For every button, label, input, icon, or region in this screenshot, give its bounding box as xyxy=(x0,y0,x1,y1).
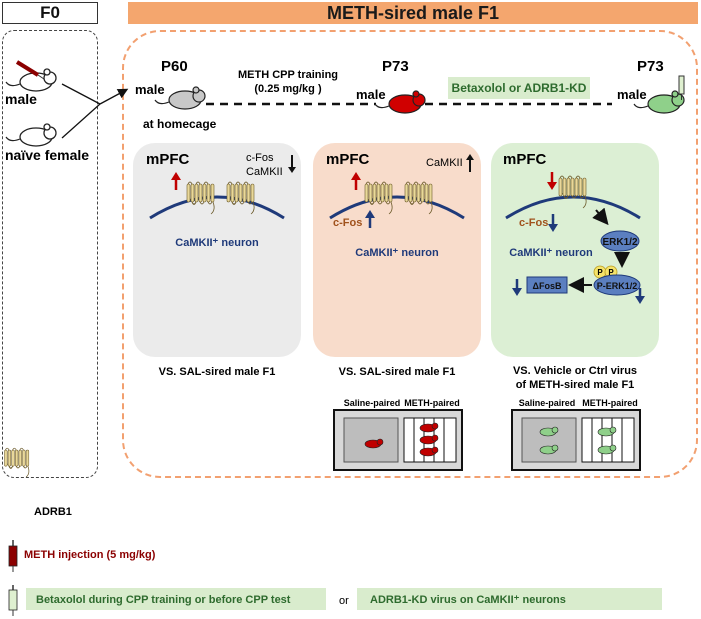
panel-3-fosb-label: ΔFosB xyxy=(533,281,562,291)
panel-3-neuron-label: CaMKII⁺ neuron xyxy=(509,247,593,259)
legend-betaxolol-box xyxy=(26,588,326,610)
timeline-male-1: male xyxy=(135,82,165,97)
treatment-label: Betaxolol or ADRB1-KD xyxy=(452,81,587,95)
panel-1-title: mPFC xyxy=(146,151,190,168)
panel-1-neuron-label: CaMKII⁺ neuron xyxy=(175,237,259,249)
training-line-2: (0.25 mg/kg ) xyxy=(254,83,322,95)
cpp-apparatus-2: Saline-paired METH-paired xyxy=(511,398,641,471)
panel-1-marker-cfos: c-Fos xyxy=(246,152,274,164)
panel-2-background xyxy=(313,143,481,357)
legend-meth-label: METH injection (5 mg/kg) xyxy=(24,549,156,561)
f0-male-label: male xyxy=(5,91,37,107)
panel-2-marker-camkii: CaMKII xyxy=(426,157,463,169)
panel-3-caption-1: VS. Vehicle or Ctrl virus xyxy=(513,365,637,377)
cpp-1-left-label: Saline-paired xyxy=(344,398,401,408)
panel-3-caption-2: of METH-sired male F1 xyxy=(516,379,635,391)
cpp-1-right-label: METH-paired xyxy=(404,398,460,408)
timeline-male-2: male xyxy=(356,87,386,102)
panel-3-arrow-to-erk xyxy=(592,207,609,226)
panel-2-marker-cfos: c-Fos xyxy=(333,217,362,229)
homecage-label: at homecage xyxy=(143,117,217,131)
panel-2-caption: VS. SAL-sired male F1 xyxy=(339,366,456,378)
f0-group-box xyxy=(2,30,98,478)
panel-2-title: mPFC xyxy=(326,151,370,168)
legend-meth-syringe-icon xyxy=(8,540,18,572)
panel-3-background xyxy=(491,143,659,357)
legend-or: or xyxy=(339,595,349,607)
f0-label: F0 xyxy=(2,2,98,24)
panel-2-neuron-label: CaMKII⁺ neuron xyxy=(355,247,439,259)
panel-3-marker-cfos: c-Fos xyxy=(519,217,548,229)
panel-3-title: mPFC xyxy=(503,151,547,168)
legend-betaxolol-syringe-icon xyxy=(8,585,18,616)
panel-1-caption: VS. SAL-sired male F1 xyxy=(159,366,276,378)
timeline-p73-first: P73 xyxy=(382,58,409,75)
legend-knockdown-label: ADRB1-KD virus on CaMKII⁺ neurons xyxy=(370,594,566,606)
panel-3-fosb-box xyxy=(526,276,568,294)
panel-3-phospho-label-2: P xyxy=(608,268,614,277)
panel-1-membrane xyxy=(149,195,285,220)
legend-adrb1-label: ADRB1 xyxy=(34,506,72,518)
timeline-green-syringe-icon xyxy=(678,75,685,100)
panel-3-perk-label: P-ERK1/2 xyxy=(597,281,638,291)
f1-header: METH-sired male F1 xyxy=(128,2,698,24)
panel-3-erk-label: ERK1/2 xyxy=(602,237,637,248)
mating-arrows xyxy=(61,83,129,139)
panel-1-marker-camkii: CaMKII xyxy=(246,166,283,178)
f0-female-mouse xyxy=(5,123,57,147)
legend-knockdown-box xyxy=(357,588,662,610)
panel-3-erk-node xyxy=(600,230,640,252)
timeline-male-3: male xyxy=(617,87,647,102)
panel-3-perk-node xyxy=(593,274,641,296)
cpp-2-left-label: Saline-paired xyxy=(519,398,576,408)
legend-betaxolol-label: Betaxolol during CPP training or before … xyxy=(36,594,291,606)
treatment-box xyxy=(448,77,590,99)
panel-3-phospho-label-1: P xyxy=(597,268,603,277)
panel-1-background xyxy=(133,143,301,357)
legend-adrb1-receptor-icon xyxy=(4,447,30,478)
training-line-1: METH CPP training xyxy=(238,69,338,81)
cpp-apparatus-1: Saline-paired METH-paired xyxy=(333,398,463,471)
f0-female-label: naïve female xyxy=(5,147,89,163)
timeline-p73-second: P73 xyxy=(637,58,664,75)
f0-male-syringe-icon xyxy=(15,60,45,80)
timeline-p60: P60 xyxy=(161,58,188,75)
cpp-2-right-label: METH-paired xyxy=(582,398,638,408)
panel-2-membrane xyxy=(329,195,465,220)
f1-group-box xyxy=(122,30,698,478)
